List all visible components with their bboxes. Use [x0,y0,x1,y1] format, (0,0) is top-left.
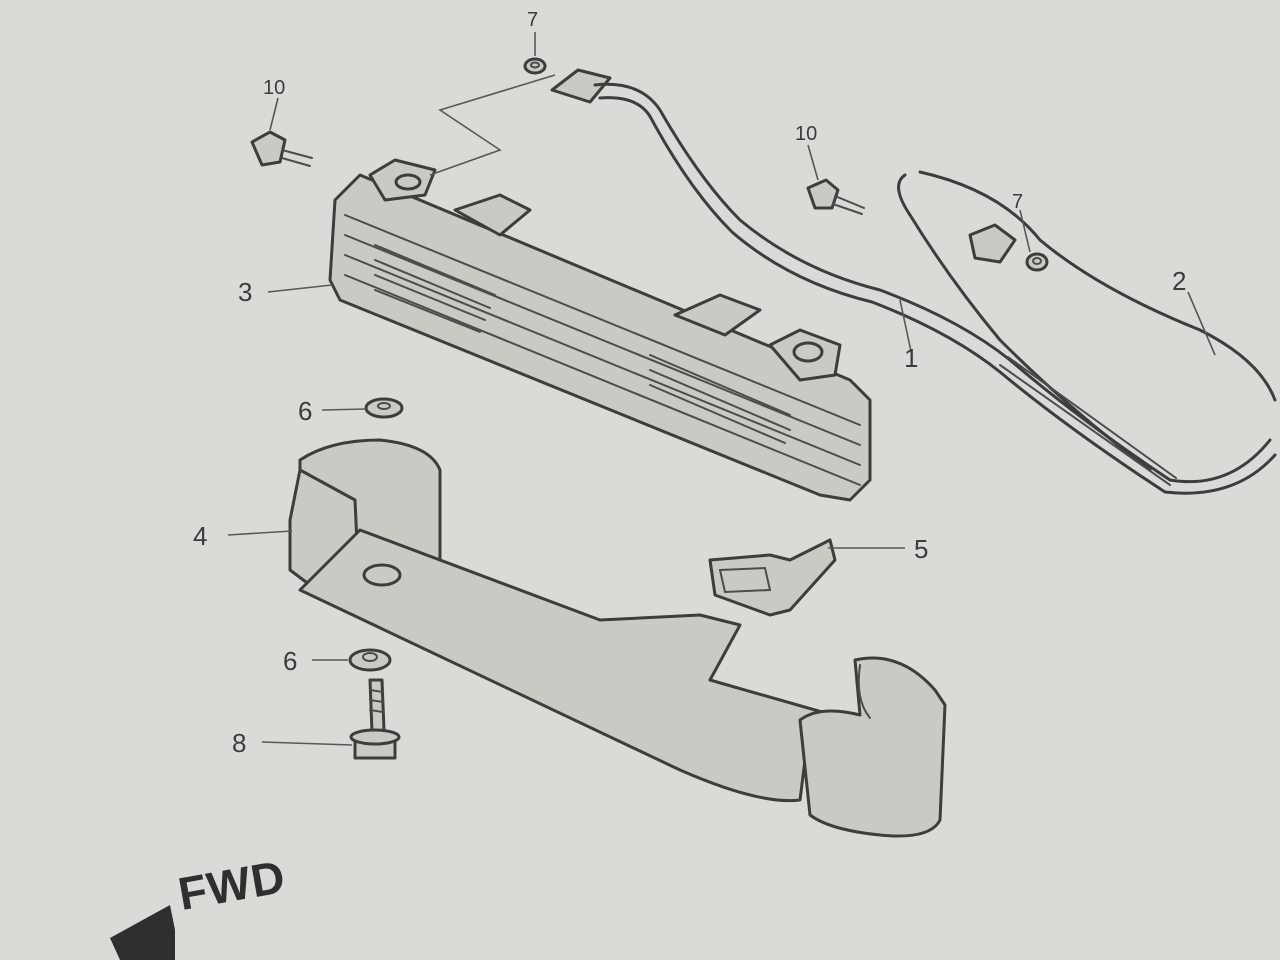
o-ring-left [523,57,547,75]
callout-6-lower: 6 [283,646,298,676]
callout-10-right: 10 [795,123,818,145]
washer-lower [348,648,392,672]
callout-5: 5 [914,534,929,564]
o-ring-right [1025,252,1049,272]
callout-8: 8 [232,728,247,758]
bolt-left [250,130,313,167]
cooler-guard [288,438,947,838]
oil-hose-1 [550,68,1277,495]
callout-2: 2 [1172,266,1187,296]
bolt-right [806,178,865,215]
callout-1: 1 [904,343,919,373]
arrow-forward-icon [110,905,175,960]
oil-hose-2 [897,170,1277,486]
callout-7-right: 7 [1012,191,1024,213]
flange-bolt [349,678,401,760]
bracket [708,538,837,617]
oil-cooler [328,158,872,502]
callout-3: 3 [238,277,253,307]
callout-10-left: 10 [263,77,286,99]
callout-4: 4 [193,521,208,551]
washer-upper [364,397,404,419]
callout-7-left: 7 [527,9,539,31]
callout-6-upper: 6 [298,396,313,426]
